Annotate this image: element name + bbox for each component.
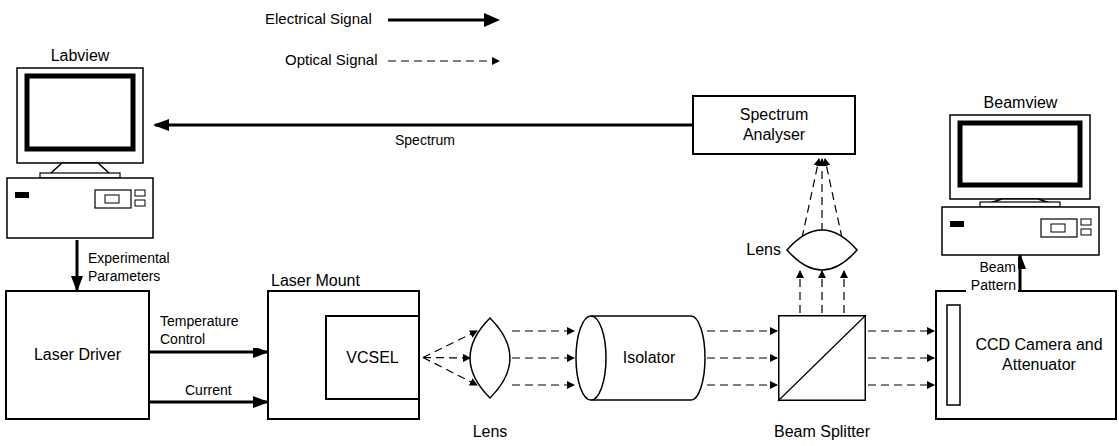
monitor-frame [17,68,143,163]
optical-beam [821,159,822,231]
lens-shape [787,230,857,270]
electrical-connector [150,402,267,403]
optical-connector [802,159,842,238]
node-label: Beamview [938,93,1103,113]
monitor-screen [960,123,1080,185]
signal-label: Current [183,382,234,400]
optical-beam [868,357,934,358]
drive-slot [1051,224,1065,232]
laser-driver-box: Laser Driver [5,290,150,420]
node-label: Laser Driver [34,345,121,365]
signal-label: Beam Pattern [966,259,1018,294]
optical-beam [512,330,574,331]
power-button [15,192,29,198]
attenuator-plate [937,292,1115,418]
lens: Lens [470,318,510,398]
optical-beam [799,271,800,313]
ccd-camera-box: CCD Camera and Attenuator [935,290,1117,420]
beam-splitter: Beam Splitter [778,315,866,401]
isolator: Isolator [575,315,705,401]
optical-connector [512,331,574,385]
signal-label: Experimental Parameters [86,250,170,285]
node-label: Laser Mount [271,271,360,291]
monitor-frame [950,115,1090,199]
optical-connector [707,331,777,385]
drive-bay [95,190,131,208]
optical-beam [707,357,777,358]
node-label: Labview [5,46,155,66]
computer-icon [5,48,155,240]
lens-outline [470,318,510,398]
electrical-wire [155,124,692,127]
isolator-body [591,316,705,400]
electrical-wire [150,401,267,404]
case-light [1081,219,1091,225]
signal-label: Spectrum [393,132,457,150]
case-light [135,200,145,206]
computer-case [942,207,1099,255]
attenuator-plate [947,305,960,405]
lens: Lens [787,230,857,270]
optical-beam [843,271,844,313]
optical-beam [707,384,777,385]
power-button [950,221,964,227]
electrical-wire [76,240,79,290]
optical-beam [512,384,574,385]
electrical-connector [1020,255,1021,290]
node-label: Lens [746,240,781,260]
legend-label: Electrical Signal [265,10,372,27]
optical-beam [868,384,934,385]
labview-computer: Labview [5,48,155,240]
optical-connector [800,271,844,313]
node-label: CCD Camera and Attenuator [974,335,1104,375]
computer-icon [938,95,1103,255]
spectrum-analyser-box: Spectrum Analyser [692,95,856,155]
electrical-wire [1019,255,1022,290]
optical-beam [423,331,477,358]
optical-beam [825,159,842,238]
monitor-stand [50,163,110,174]
drive-bay [1041,219,1077,237]
case-light [135,190,145,196]
optical-sample-head [492,57,500,65]
isolator-end [576,316,606,400]
beam-splitter-shape [778,315,866,401]
lens-outline [787,230,857,270]
optical-beam [423,358,477,386]
optical-connector [423,331,477,385]
vcsel-box: VCSEL [325,315,420,400]
node-label: Lens [473,422,508,442]
electrical-sample [388,19,490,22]
electrical-connector [150,352,267,353]
optical-beam [512,357,574,358]
optical-beam [423,357,470,359]
electrical-connector [155,125,692,126]
beamview-computer: Beamview [938,95,1103,255]
optical-sample [388,60,493,61]
legend-label: Optical Signal [285,51,378,68]
drive-slot [105,195,119,203]
lens-shape [470,318,510,398]
monitor-screen [27,76,133,149]
electrical-wire [150,351,267,354]
optical-beam [868,330,934,331]
optical-beam [821,271,822,313]
node-label: Spectrum Analyser [719,105,829,145]
case-light [1081,229,1091,235]
optical-beam [802,159,819,238]
optical-connector [868,331,934,385]
laser-mount-box: Laser MountVCSEL [267,290,420,420]
node-label: Isolator [605,348,675,368]
electrical-sample-head [484,13,500,27]
electrical-connector [77,240,78,290]
optical-beam [707,330,777,331]
splitter-cube [779,316,866,401]
node-label: VCSEL [346,348,398,368]
computer-case [7,178,153,238]
signal-label: Temperature Control [158,313,262,348]
node-label: Beam Splitter [774,422,870,442]
splitter-diagonal [778,315,866,401]
